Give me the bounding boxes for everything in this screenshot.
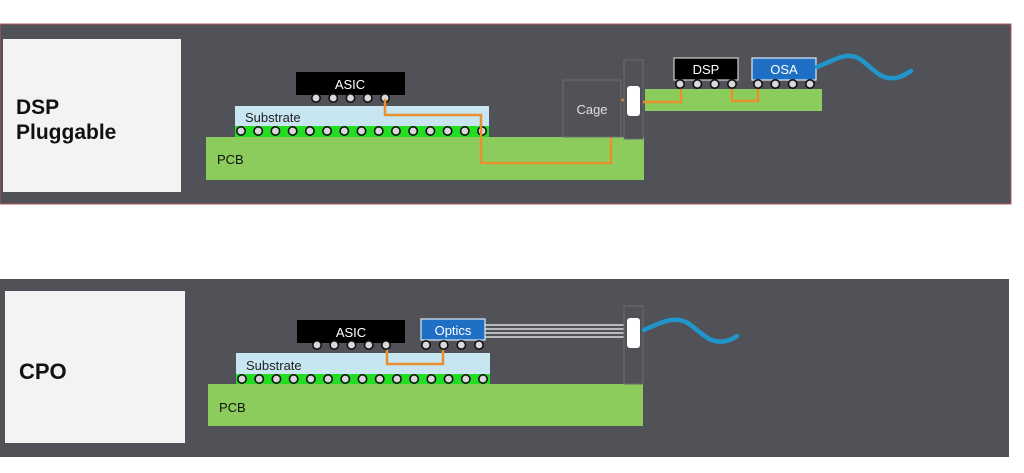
solder-ball — [305, 373, 316, 384]
title-box — [5, 291, 185, 443]
solder-ball — [442, 126, 453, 137]
asic-label: ASIC — [336, 325, 366, 340]
solder-ball — [345, 93, 356, 104]
solder-ball — [304, 126, 315, 137]
osa-label: OSA — [770, 62, 798, 77]
optics-label: Optics — [435, 323, 472, 338]
solder-ball — [380, 339, 391, 350]
solder-ball — [426, 373, 437, 384]
solder-ball — [425, 126, 436, 137]
solder-ball — [709, 79, 720, 90]
substrate-label: Substrate — [245, 110, 301, 125]
substrate-label: Substrate — [246, 358, 302, 373]
dsp-chip — [673, 57, 739, 81]
solder-ball — [329, 339, 340, 350]
solder-ball — [356, 126, 367, 137]
title-line1: CPO — [19, 359, 67, 384]
solder-ball — [477, 373, 488, 384]
title-line1: DSP — [16, 96, 59, 119]
dsp-label: DSP — [693, 62, 720, 77]
solder-ball — [363, 339, 374, 350]
optics-solder-balls — [420, 339, 484, 350]
solder-ball — [362, 93, 373, 104]
optical-fiber — [814, 53, 914, 81]
solder-ball — [254, 373, 265, 384]
solder-ball — [339, 126, 350, 137]
cage-label: Cage — [576, 102, 607, 117]
asic-solder-balls — [311, 339, 391, 350]
solder-ball — [346, 339, 357, 350]
title-box — [3, 39, 181, 192]
cage — [562, 79, 622, 138]
solder-ball — [804, 79, 815, 90]
solder-ball — [409, 373, 420, 384]
solder-ball — [473, 339, 484, 350]
solder-ball — [726, 79, 737, 90]
solder-ball — [253, 126, 264, 137]
dsp-solder-balls — [674, 79, 737, 90]
title-line2: Pluggable — [16, 121, 116, 144]
solder-ball — [287, 126, 298, 137]
solder-ball — [328, 93, 339, 104]
module-trace-1 — [643, 86, 683, 104]
pcb-label: PCB — [219, 400, 246, 415]
asic-solder-balls — [310, 93, 390, 104]
osa-solder-balls — [752, 79, 815, 90]
solder-ball — [787, 79, 798, 90]
substrate — [235, 106, 489, 128]
solder-ball — [408, 126, 419, 137]
panel-cpo: CPO PCB Substrate ASIC Optics — [0, 279, 1009, 457]
asic-label: ASIC — [335, 77, 365, 92]
fiber-ribbon — [485, 324, 627, 338]
solder-ball — [674, 79, 685, 90]
electrical-trace — [385, 346, 445, 366]
solder-ball — [770, 79, 781, 90]
solder-ball — [271, 373, 282, 384]
solder-ball — [310, 93, 321, 104]
pcb-label: PCB — [217, 152, 244, 167]
solder-ball — [420, 339, 431, 350]
solder-ball — [438, 339, 449, 350]
substrate-solder-balls — [236, 126, 487, 137]
solder-ball — [374, 373, 385, 384]
solder-ball — [357, 373, 368, 384]
solder-ball — [270, 126, 281, 137]
solder-ball — [456, 339, 467, 350]
substrate-solder-balls — [237, 373, 488, 384]
solder-ball — [311, 339, 322, 350]
optical-fiber — [641, 317, 740, 344]
connector-plug — [627, 86, 640, 116]
solder-ball — [692, 79, 703, 90]
solder-ball — [459, 126, 470, 137]
asic-chip — [296, 72, 405, 95]
substrate — [236, 353, 490, 375]
module-trace-2 — [730, 86, 760, 103]
asic-chip — [297, 320, 405, 343]
panel-dsp-pluggable: DSP Pluggable PCB Substrate ASIC Cage DS… — [0, 23, 1012, 205]
pcb-board — [206, 137, 644, 180]
solder-ball — [322, 126, 333, 137]
solder-ball — [460, 373, 471, 384]
solder-ball — [391, 373, 402, 384]
solder-ball — [752, 79, 763, 90]
pcb-board — [208, 384, 643, 426]
solder-ball — [443, 373, 454, 384]
solder-ball — [236, 126, 247, 137]
solder-ball — [340, 373, 351, 384]
solder-ball — [373, 126, 384, 137]
solder-ball — [390, 126, 401, 137]
solder-ball — [323, 373, 334, 384]
connector-plug — [627, 318, 640, 348]
solder-ball — [237, 373, 248, 384]
solder-ball — [288, 373, 299, 384]
